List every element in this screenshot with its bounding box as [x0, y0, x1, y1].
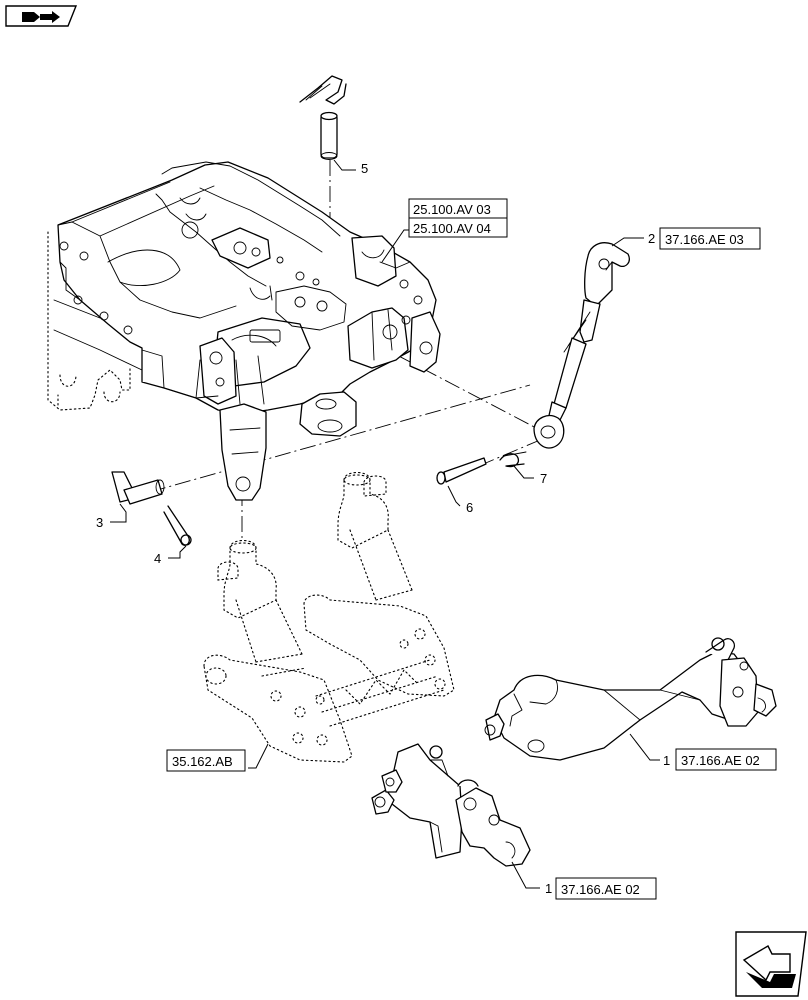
part-1-lower-link-lower [371, 743, 531, 867]
part-6-pin [436, 457, 487, 485]
ref-box-frame[interactable]: 25.100.AV 03 25.100.AV 04 [408, 198, 508, 238]
part-5-pin [299, 75, 347, 160]
ref-35-162-ab[interactable]: 35.162.AB [172, 754, 233, 769]
leader-lines [110, 159, 660, 889]
ref-box-lift[interactable]: 35.162.AB [166, 749, 246, 772]
callout-1-lower: 1 [545, 881, 552, 896]
next-page-arrow-icon[interactable] [735, 931, 807, 997]
part-2-top-link [533, 242, 630, 449]
ref-25-100-av-04[interactable]: 25.100.AV 04 [413, 221, 491, 236]
ref-37-166-ae-03[interactable]: 37.166.AE 03 [665, 232, 744, 247]
part-3-pin [111, 471, 165, 505]
ref-37-166-ae-02-upper[interactable]: 37.166.AE 02 [681, 753, 760, 768]
lift-arm-assembly [203, 471, 455, 763]
callout-4: 4 [154, 551, 161, 566]
part-7-clip [499, 451, 527, 468]
callout-5: 5 [361, 161, 368, 176]
part-1-lower-link-upper [484, 637, 777, 761]
front-support-frame [47, 161, 441, 501]
ref-25-100-av-03[interactable]: 25.100.AV 03 [413, 202, 491, 217]
callout-6: 6 [466, 500, 473, 515]
callout-7: 7 [540, 471, 547, 486]
ref-box-lower-link-lower[interactable]: 37.166.AE 02 [555, 877, 657, 900]
book-arrow-icon[interactable] [5, 5, 78, 27]
ref-37-166-ae-02-lower[interactable]: 37.166.AE 02 [561, 882, 640, 897]
ref-box-lower-link-upper[interactable]: 37.166.AE 02 [675, 748, 777, 771]
ref-box-top-link[interactable]: 37.166.AE 03 [659, 227, 761, 250]
callout-1-upper: 1 [663, 753, 670, 768]
callout-3: 3 [96, 515, 103, 530]
callout-2: 2 [648, 231, 655, 246]
part-4-clip [163, 505, 192, 546]
